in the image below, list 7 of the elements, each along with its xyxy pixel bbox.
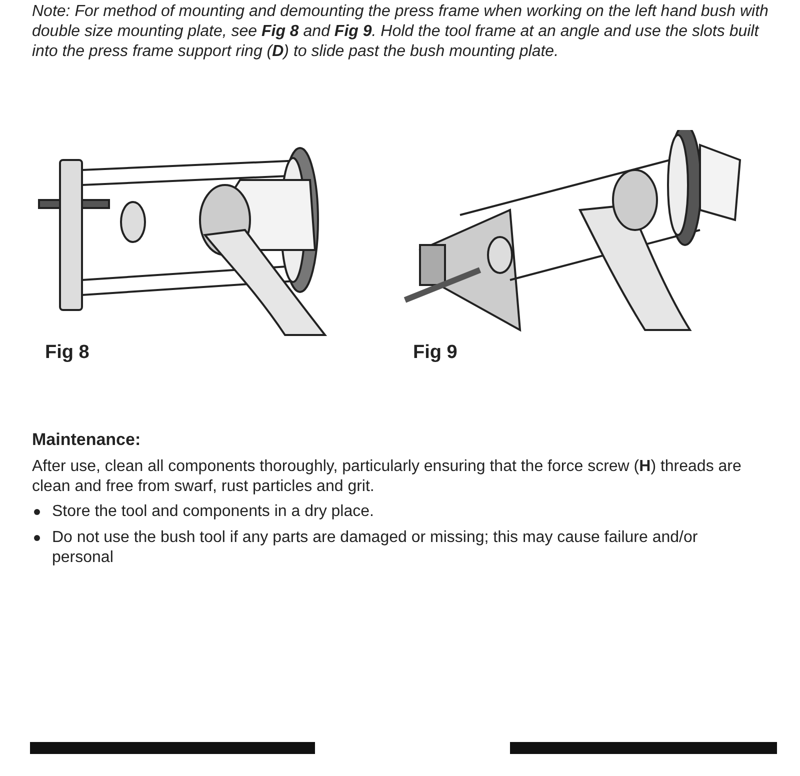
figure-caption: Fig 8 bbox=[45, 343, 90, 363]
figure-caption: Fig 9 bbox=[413, 343, 458, 363]
body-text: After use, clean all components thoroughly, particularly ensuring that the force screw (H) threads are clean and free from swarf, rust particles and grit. bbox=[32, 457, 742, 497]
bullet-text: Do not use the bush tool if any parts are damaged or missing; this may cause failure and/or personal bbox=[52, 528, 699, 568]
note-text: Note: For method of mounting and demounting the press frame when working on the left hand bush with double size mounting plate, see Fig 8 and Fig 9. Hold the tool frame at an angle and use the slots built into the press frame support ring (D) to slide past the bush mounting plate. bbox=[32, 2, 770, 62]
section-heading: Maintenance: bbox=[32, 430, 142, 450]
bullet-text: Store the tool and components in a dry place. bbox=[52, 502, 375, 522]
